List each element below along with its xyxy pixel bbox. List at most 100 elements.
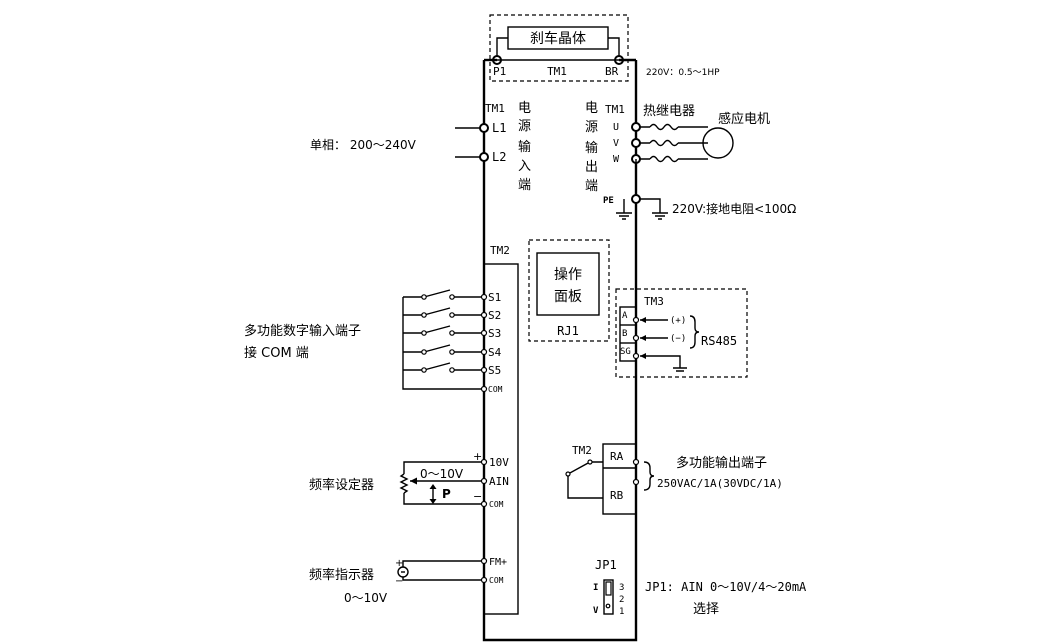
digital-input-switches [402,289,481,390]
rs485-label: RS485 [701,334,737,348]
thermal-relay-label: 热继电器 [643,104,695,119]
power-output: 电 源 输 出 端 TM1 U V W 热继电器 感应电机 PE [585,101,796,640]
pot-range: 0～10V [420,467,464,481]
brake-spec: 220V：0.5～1HP [646,68,720,78]
analog-terminals: 10V AIN COM [480,456,509,509]
terminal-p1-label: P1 [493,65,506,78]
terminal-com-analog-label: COM [489,500,504,509]
panel-line-1: 操作 [554,267,582,283]
operation-panel: 操作 面板 RJ1 [528,239,610,342]
thermal-relay [640,123,708,163]
frequency-meter [397,557,488,584]
terminal-a [632,316,640,324]
terminal-pe [631,194,641,204]
terminal-u-label: U [613,122,619,133]
frequency-potentiometer [399,461,481,505]
jp1-pin-2: 2 [619,595,624,605]
power-input-char-1: 电 [518,101,531,116]
terminal-rb [632,478,640,486]
terminal-sg [632,352,640,360]
digital-input-label: 多功能数字输入端子 [244,323,361,339]
polarity-minus: (−) [670,334,686,344]
terminal-s3-label: S3 [488,327,501,340]
jp1-label: JP1 [595,558,617,572]
relay-tm2-label: TM2 [572,444,592,457]
jp1-header [603,579,614,615]
ground-spec: 220V:接地电阻<100Ω [672,201,796,216]
relay-output: RA RB TM2 多功能输出端子 250VAC/1A(30VDC/1A) [565,443,783,515]
supply-label: 单相： 200～240V [310,138,417,152]
jp1-pin-1: 1 [619,607,624,617]
terminal-10v-label: 10V [489,456,509,469]
terminal-ra-label: RA [610,450,624,463]
power-output-char-2: 源 [585,120,598,135]
freq-setter-label: 频率设定器 [309,477,374,493]
relay-output-label: 多功能输出端子 [676,455,767,471]
brake-tm1-label: TM1 [547,65,567,78]
pot-marker: P [442,487,451,501]
meter-symbol [397,566,409,578]
power-output-char-4: 出 [585,160,598,175]
terminal-b-label: B [622,329,627,339]
terminal-b [632,334,640,342]
power-output-char-3: 输 [585,140,598,156]
pot-plus-sign: + [473,450,482,463]
terminal-sg-label: SG [620,347,631,357]
terminal-l2-label: L2 [492,150,506,164]
jp1-current-mark: I [593,583,598,593]
pot-minus-sign: − [473,490,482,503]
terminal-s1-label: S1 [488,291,501,304]
jp1-jumper: JP1 I V 3 2 1 JP1: AIN 0～10V/4～20mA 选择 [593,558,807,617]
power-output-char-5: 端 [585,179,598,194]
terminal-pe-label: PE [603,196,614,206]
terminal-ain-label: AIN [489,475,509,488]
terminal-s2-label: S2 [488,309,501,322]
terminal-ra [632,458,640,466]
power-input-tm1: TM1 [485,102,505,115]
terminal-com-digital-label: COM [488,385,503,394]
jp1-note: JP1: AIN 0～10V/4～20mA [645,580,807,594]
jp1-voltage-mark: V [593,606,599,616]
power-output-char-1: 电 [585,101,598,116]
power-input-char-3: 输 [518,139,531,155]
motor-symbol [702,127,734,159]
panel-connector: RJ1 [557,324,579,338]
power-input-char-2: 源 [518,119,531,134]
terminal-fm-label: FM+ [489,557,507,568]
terminal-u [631,122,641,132]
brake-unit: 刹车晶体 P1 TM1 BR 220V：0.5～1HP [489,14,720,82]
terminal-l1 [479,123,489,133]
terminal-v-label: V [613,138,619,149]
jp1-pin-3: 3 [619,583,624,593]
meter-minus-sign: − [395,576,403,587]
tm2-block: TM2 S1 S2 S3 S4 S5 COM [244,244,519,615]
ground-symbol-left [616,199,632,220]
terminal-s5-label: S5 [488,364,501,377]
terminal-rb-label: RB [610,489,624,502]
power-output-tm1: TM1 [605,103,625,116]
freq-meter-label: 频率指示器 [309,567,374,583]
terminal-l2 [479,152,489,162]
panel-line-2: 面板 [554,289,582,305]
terminal-s4-label: S4 [488,346,502,359]
meter-plus-sign: + [395,558,403,569]
terminal-l1-label: L1 [492,121,506,135]
power-input: TM1 电 源 输 入 端 L1 L2 单相： 200～240V [310,101,531,193]
relay-output-rating: 250VAC/1A(30VDC/1A) [657,477,783,490]
brake-unit-label: 刹车晶体 [530,30,586,47]
ground-symbol-right [640,198,668,220]
power-input-char-5: 端 [518,178,531,193]
polarity-plus: (+) [670,316,686,326]
tm3-label: TM3 [644,295,664,308]
terminal-com-meter-label: COM [489,576,504,585]
power-input-char-4: 入 [518,159,531,174]
terminal-a-label: A [622,311,628,321]
terminal-v [631,138,641,148]
terminal-br-label: BR [605,65,619,78]
jp1-note-select: 选择 [693,602,719,617]
digital-terminals: S1 S2 S3 S4 S5 COM [480,291,503,394]
motor-label: 感应电机 [718,111,770,127]
meter-range: 0～10V [344,591,388,605]
tm3-block: TM3 A B SG (+) (−) RS485 [615,288,748,378]
